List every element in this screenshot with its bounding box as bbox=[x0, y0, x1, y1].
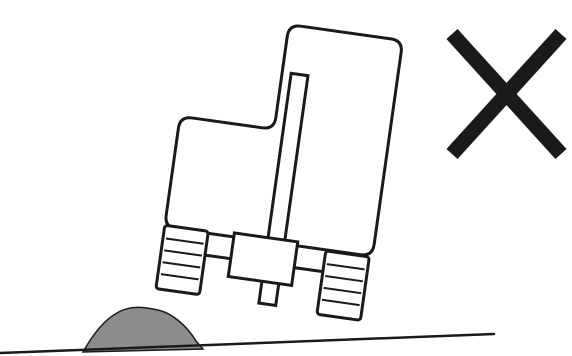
right-linkage bbox=[293, 266, 324, 274]
left-track bbox=[154, 224, 210, 296]
tilted-vehicle bbox=[154, 24, 403, 322]
vehicle-hub bbox=[226, 231, 300, 288]
left-linkage bbox=[204, 253, 231, 261]
debris-mound bbox=[81, 306, 205, 353]
right-track bbox=[315, 249, 371, 322]
x-prohibited-mark-icon bbox=[446, 28, 567, 160]
ground-line bbox=[0, 332, 496, 355]
